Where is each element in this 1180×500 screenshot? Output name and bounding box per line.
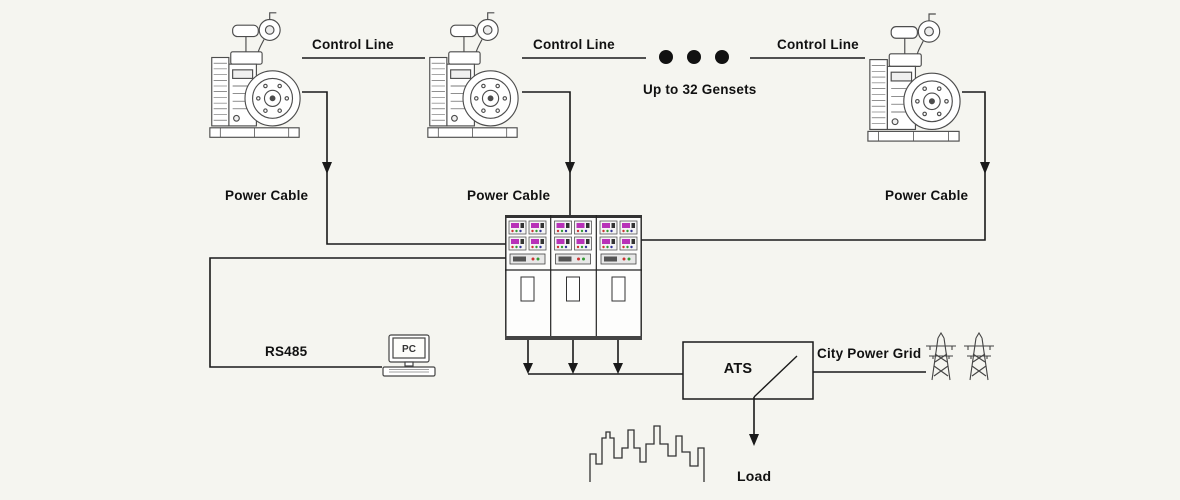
load-label: Load (737, 468, 772, 484)
genset-icon-3 (865, 10, 962, 148)
arrow-output-1 (523, 363, 533, 374)
pc-icon: PC (382, 334, 436, 377)
arrowheads (322, 162, 990, 446)
arrow-output-3 (613, 363, 623, 374)
power-cable-label-1: Power Cable (225, 188, 309, 203)
arrow-power-3 (980, 162, 990, 174)
ellipsis-dots (659, 50, 729, 64)
power-cable-label-2: Power Cable (467, 188, 551, 203)
power-cable-label-3: Power Cable (885, 188, 969, 203)
city-power-grid-label: City Power Grid (817, 346, 922, 361)
power-cable-line-2 (522, 91, 571, 216)
ats-switch-blade (753, 355, 798, 398)
ats-box (682, 341, 814, 400)
pc-screen-label: PC (402, 344, 416, 355)
expansion-note: Up to 32 Gensets (643, 82, 757, 97)
rs485-label: RS485 (265, 344, 308, 359)
genset-icon-1 (207, 10, 302, 143)
arrow-power-1 (322, 162, 332, 174)
control-line-label-1: Control Line (312, 37, 394, 52)
power-grid-towers-icon (925, 332, 995, 381)
arrow-power-2 (565, 162, 575, 174)
arrow-output-2 (568, 363, 578, 374)
ats-label: ATS (723, 361, 753, 377)
control-line-label-2: Control Line (533, 37, 615, 52)
control-line-label-3: Control Line (777, 37, 859, 52)
rs485-line (209, 257, 506, 368)
arrow-load (749, 434, 759, 446)
genset-icon-2 (425, 10, 520, 143)
switchgear-panel (505, 215, 642, 340)
load-skyline-icon (589, 425, 705, 482)
